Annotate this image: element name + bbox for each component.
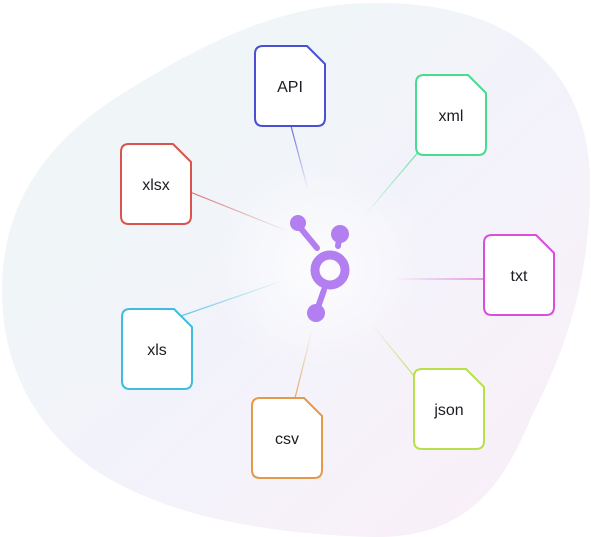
file-card-txt: txt: [483, 234, 555, 316]
connector-xls: [177, 279, 286, 318]
file-icon: [254, 45, 326, 127]
connector-csv: [294, 329, 313, 399]
sprocket-node: [331, 225, 349, 243]
file-card-json: json: [413, 368, 485, 450]
file-cards: API xml xlsx txt xls json csv: [120, 45, 555, 479]
sprocket-ring: [310, 250, 350, 290]
file-icon: [413, 368, 485, 450]
file-icon: [415, 74, 487, 156]
sprocket-node: [290, 215, 306, 231]
file-label-csv: csv: [275, 431, 299, 448]
file-icon: [483, 234, 555, 316]
file-card-xls: xls: [121, 308, 193, 390]
file-icon: [251, 397, 323, 479]
connector-xml: [364, 149, 421, 216]
file-card-xlsx: xlsx: [120, 143, 192, 225]
file-label-xml: xml: [439, 108, 464, 125]
sprocket-node: [307, 304, 325, 322]
hubspot-sprocket-icon: [290, 215, 350, 322]
file-label-api: API: [277, 79, 303, 96]
file-label-txt: txt: [511, 268, 528, 285]
file-card-csv: csv: [251, 397, 323, 479]
file-label-xlsx: xlsx: [142, 177, 170, 194]
connector-json: [369, 321, 415, 377]
file-icon: [121, 308, 193, 390]
file-card-api: API: [254, 45, 326, 127]
connector-lines: [177, 125, 485, 399]
file-icon: [120, 143, 192, 225]
file-card-xml: xml: [415, 74, 487, 156]
connector-api: [290, 125, 309, 191]
file-label-json: json: [433, 402, 463, 419]
connector-xlsx: [189, 191, 291, 233]
hub-glow: [210, 158, 430, 378]
file-label-xls: xls: [147, 342, 167, 359]
